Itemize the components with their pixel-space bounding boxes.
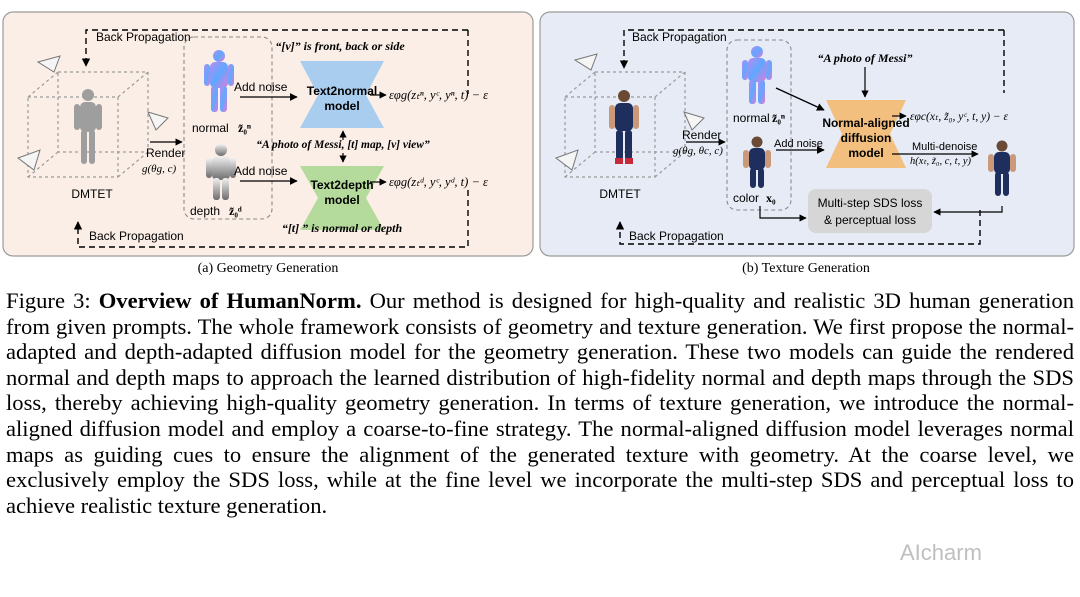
normal-aligned-model	[826, 100, 906, 168]
panel-geometry: DMTET Render g(θg, c) Back Propagation B…	[2, 11, 534, 257]
render-cube	[27, 71, 149, 178]
watermark-text: AIcharm	[900, 540, 982, 565]
camera-icon	[16, 55, 169, 171]
color-image-figure	[743, 136, 771, 188]
render-function: g(θg, c)	[142, 163, 176, 175]
loss-box-label: & perceptual loss	[824, 213, 916, 227]
prompt-text: “A photo of Messi, [t] map, [v] view”	[256, 139, 430, 151]
back-propagation-top: Back Propagation	[632, 30, 727, 44]
back-propagation-bottom: Back Propagation	[89, 229, 184, 243]
normal-aligned-model-label: Normal-aligned	[822, 116, 909, 130]
normal-label: normal	[192, 121, 229, 135]
render-function: g(θg, θc, c)	[673, 145, 723, 157]
normal-loss-equation: εφg(zₜⁿ, yᶜ, yⁿ, t) − ε	[389, 88, 488, 102]
multi-denoise-label: Multi-denoise	[912, 141, 977, 153]
text2normal-model-label: model	[324, 99, 359, 113]
figure-caption: Figure 3: Overview of HumanNorm. Our met…	[6, 288, 1074, 518]
text2normal-model-label: Text2normal	[307, 84, 377, 98]
depth-loss-equation: εφg(zₜᵈ, yᶜ, yᵈ, t) − ε	[389, 175, 488, 189]
color-label: color	[733, 191, 759, 205]
normal-aligned-model-label: diffusion	[841, 131, 892, 145]
loss-box	[808, 189, 932, 233]
dmtet-label: DMTET	[599, 187, 641, 201]
depth-label: depth	[190, 204, 220, 218]
normal-variable: z̃₀ⁿ	[772, 111, 786, 125]
textured-human	[609, 90, 639, 164]
depth-variable: z̃₀ᵈ	[229, 204, 242, 218]
text2depth-model	[300, 166, 384, 230]
render-label: Render	[682, 128, 721, 142]
prompt-text: “A photo of Messi”	[817, 51, 912, 65]
depth-map-figure	[206, 144, 236, 200]
text2depth-model-label: Text2depth	[310, 178, 373, 192]
caption-body: Our method is designed for high-quality …	[6, 288, 1074, 518]
add-noise-label: Add noise	[234, 80, 288, 94]
refined-human	[988, 140, 1016, 196]
camera-icon	[554, 53, 705, 171]
back-propagation-bottom: Back Propagation	[629, 229, 724, 243]
render-label: Render	[146, 146, 185, 160]
loss-box-label: Multi-step SDS loss	[818, 196, 923, 210]
normal-variable: z̃₀ⁿ	[238, 121, 252, 135]
normal-map-figure	[204, 50, 234, 112]
text2depth-model-label: model	[324, 193, 359, 207]
render-cube	[564, 71, 686, 178]
panel-texture: DMTET Render g(θg, θc, c) Back Propagati…	[539, 11, 1075, 257]
multi-denoise-function: h(xₜ, z̃₀, c, t, y)	[910, 156, 971, 167]
subcaption-geometry: (a) Geometry Generation	[198, 261, 339, 276]
dmtet-label: DMTET	[71, 187, 113, 201]
texture-loss-equation: εφc(xₜ, z̃₀, yᶜ, t, y) − ε	[910, 111, 1009, 123]
normal-aligned-model-label: model	[848, 146, 883, 160]
text2normal-model	[300, 61, 384, 128]
subcaption-texture: (b) Texture Generation	[742, 261, 870, 276]
add-noise-label: Add noise	[234, 164, 288, 178]
normal-label: normal	[733, 111, 770, 125]
mesh-human	[74, 89, 102, 164]
caption-label: Figure 3:	[6, 288, 91, 313]
t-note: “[t] ” is normal or depth	[282, 221, 403, 235]
normal-map-figure	[742, 46, 772, 104]
color-variable: x₀	[766, 191, 776, 205]
back-propagation-top: Back Propagation	[96, 30, 191, 44]
caption-title: Overview of HumanNorm.	[98, 288, 362, 313]
figure-diagram: DMTET Render g(θg, c) Back Propagation B…	[2, 11, 1075, 276]
view-note: “[v]” is front, back or side	[275, 39, 405, 53]
add-noise-label: Add noise	[774, 138, 823, 150]
